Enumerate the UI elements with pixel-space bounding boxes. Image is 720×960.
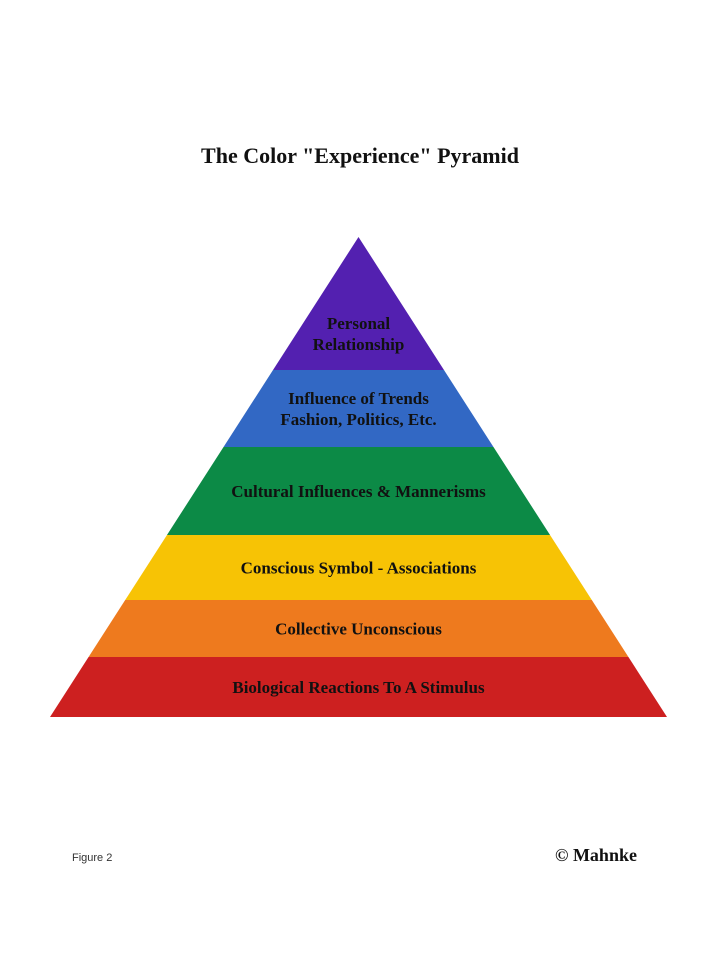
copyright: © Mahnke [555, 845, 637, 865]
pyramid-layer-1 [273, 237, 444, 370]
diagram-title: The Color "Experience" Pyramid [201, 143, 519, 168]
layer-label: Conscious Symbol - Associations [241, 559, 477, 578]
layer-label: Biological Reactions To A Stimulus [232, 678, 485, 697]
layer-label: Collective Unconscious [275, 620, 442, 639]
figure-label: Figure 2 [72, 852, 113, 864]
layer-label: Relationship [313, 335, 405, 354]
layer-label: Fashion, Politics, Etc. [280, 410, 436, 429]
pyramid-layer-5 [88, 600, 629, 657]
layer-label: Personal [327, 314, 391, 333]
layer-label: Influence of Trends [288, 389, 429, 408]
pyramid-layer-2 [223, 370, 494, 447]
pyramid-layer-4 [125, 535, 592, 600]
layer-label: Cultural Influences & Mannerisms [231, 482, 486, 501]
pyramid-layer-6 [50, 657, 667, 717]
pyramid-layer-3 [166, 447, 551, 535]
